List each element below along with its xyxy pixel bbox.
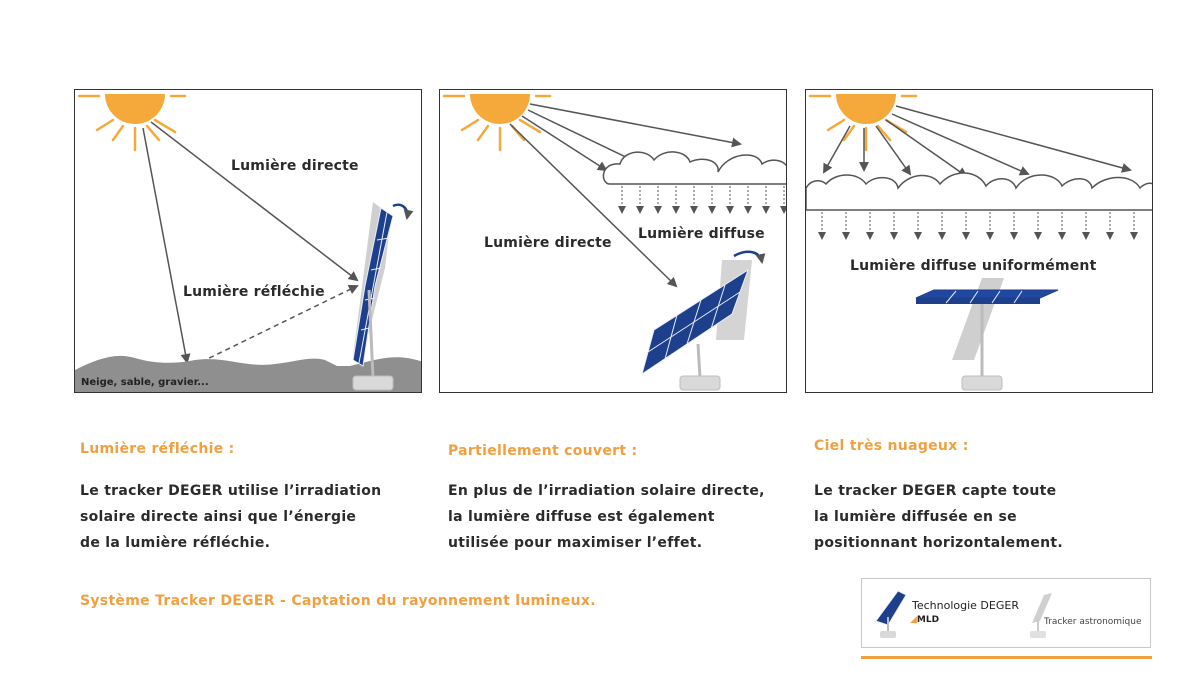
solar-panel-icon [641, 268, 749, 391]
caption-text-cloudy: Le tracker DEGER capte toute la lumière … [814, 478, 1063, 556]
sun-icon [77, 94, 187, 152]
solar-panel-icon [352, 207, 394, 391]
caption-line: utilisée pour maximiser l’effet. [448, 535, 703, 551]
diagram-panel-cloudy: Lumière diffuse uniformément [805, 89, 1153, 393]
caption-text-reflected: Le tracker DEGER utilise l’irradiation s… [80, 478, 381, 556]
ground-shape [75, 355, 421, 392]
reflected-diagram-svg [75, 94, 421, 392]
caption-line: de la lumière réfléchie. [80, 535, 271, 551]
caption-title-partial: Partiellement couvert : [448, 443, 638, 459]
cloudy-diagram-svg [806, 94, 1152, 391]
legend-mld-label: MLD [916, 615, 940, 625]
caption-line: solaire directe ainsi que l’énergie [80, 509, 357, 525]
caption-title-reflected: Lumière réfléchie : [80, 441, 235, 457]
ghost-panel-icon [1030, 593, 1052, 638]
solar-panel-icon [875, 590, 907, 638]
reflected-light-arrow [192, 285, 359, 367]
footer-caption: Système Tracker DEGER - Captation du ray… [80, 593, 596, 609]
caption-line: positionnant horizontalement. [814, 535, 1064, 551]
legend-underline [861, 656, 1152, 659]
legend-box: Technologie DEGER ◢MLD Tracker astronomi… [861, 578, 1151, 648]
caption-line: la lumière diffusée en se [814, 509, 1017, 525]
solar-panel-icon [915, 289, 1059, 391]
sun-icon [442, 94, 552, 152]
partial-diagram-svg [442, 94, 786, 391]
label-reflected-light: Lumière réfléchie [183, 284, 325, 300]
caption-title-cloudy: Ciel très nuageux : [814, 438, 969, 454]
label-diffuse-uniform: Lumière diffuse uniformément [850, 258, 1097, 274]
caption-line: Le tracker DEGER capte toute [814, 483, 1057, 499]
sun-icon [808, 94, 918, 152]
rotate-arrow-icon [392, 203, 414, 220]
caption-line: En plus de l’irradiation solaire directe… [448, 483, 765, 499]
legend-deger-label: Technologie DEGER [912, 599, 1019, 612]
caption-line: Le tracker DEGER utilise l’irradiation [80, 483, 382, 499]
ground-light-arrow [142, 127, 191, 364]
legend-icons [875, 590, 1052, 638]
caption-text-partial: En plus de l’irradiation solaire directe… [448, 478, 765, 556]
label-ground: Neige, sable, gravier... [81, 377, 209, 388]
cloud-icon [602, 151, 786, 214]
legend-mld-logo: ◢MLD [910, 615, 940, 625]
rotate-arrow-icon [733, 250, 766, 264]
caption-line: la lumière diffuse est également [448, 509, 715, 525]
legend-astro-label: Tracker astronomique [1044, 617, 1142, 627]
cloud-icon [806, 172, 1152, 240]
diagram-panel-reflected: Lumière directe Lumière réfléchie Neige,… [74, 89, 422, 393]
label-diffuse-light: Lumière diffuse [638, 226, 765, 242]
direct-light-arrow [509, 123, 678, 288]
diagram-panel-partial: Lumière directe Lumière diffuse [439, 89, 787, 393]
label-direct-light: Lumière directe [484, 235, 612, 251]
direct-light-arrow [150, 121, 359, 282]
label-direct-light: Lumière directe [231, 158, 359, 174]
